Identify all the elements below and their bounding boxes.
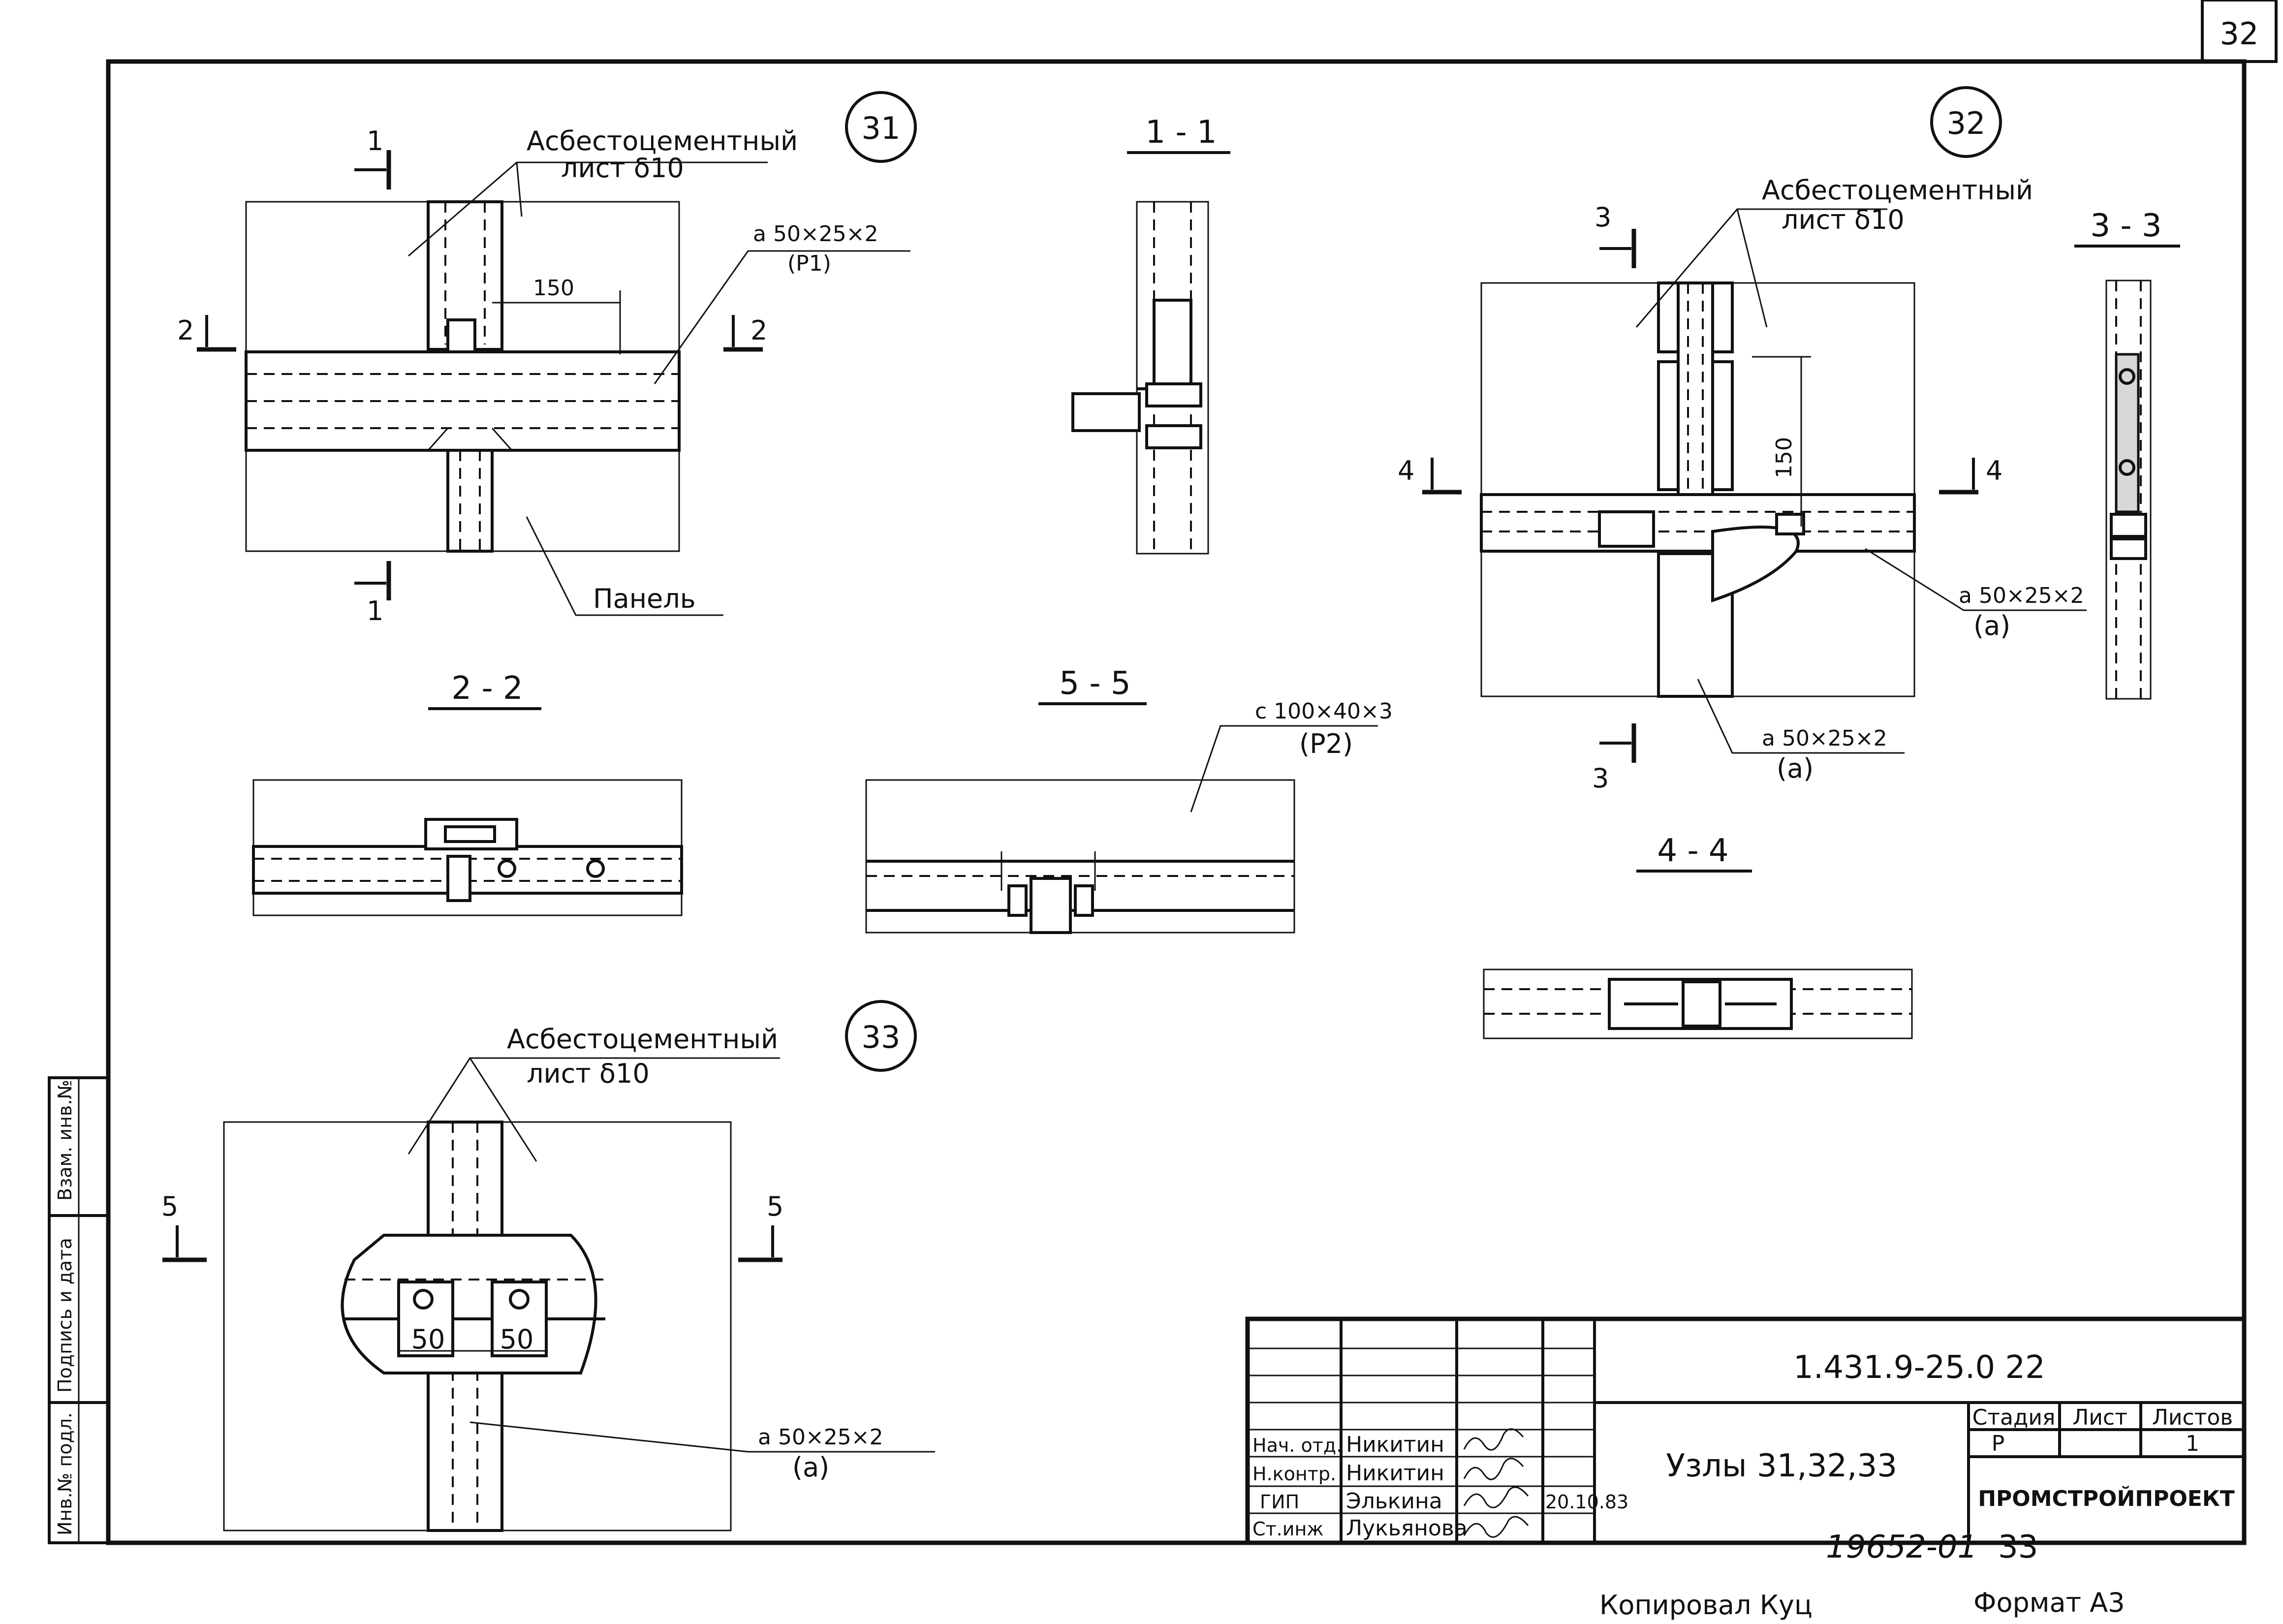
label-angle-a-32b-tag: (а) [1777,753,1814,784]
sig-role-3: Ст.инж [1252,1518,1324,1540]
mark-5-left: 5 [161,1191,178,1222]
label-angle-p1-tag: (Р1) [787,251,831,276]
label-angle-a-32a: а 50×25×2 [1959,583,2084,608]
sheet-number-box: 32 [2201,0,2278,63]
stage-header: Стадия [1972,1405,2056,1430]
node-33-detail: 33 50 50 Асбестоцементный лист δ10 а 50×… [161,1000,935,1532]
sig-name-0: Никитин [1346,1432,1444,1457]
section-3-3: 3 - 3 [2074,208,2180,700]
section-4-4: 4 - 4 [1483,833,1913,1039]
mark-1-top: 1 [367,125,383,156]
mark-3-top: 3 [1595,202,1611,233]
side-stamp: Взам. инв.№ Подпись и дата Инв.№ подл. [48,1076,110,1544]
label-channel-tag: (Р2) [1299,728,1353,759]
organization: ПРОМСТРОЙПРОЕКТ [1978,1485,2235,1511]
signature-2 [1463,1486,1529,1508]
node-32-detail: 32 150 Асбестоцементный лист δ10 а 50×25… [1398,86,2087,794]
label-angle-p1: а 50×25×2 [753,221,878,247]
mark-2-right: 2 [751,315,767,346]
dim-150-node31: 150 [533,276,574,301]
signature-3 [1463,1516,1529,1538]
label-asbestos-31: Асбестоцементный [527,125,798,156]
label-angle-a-32b: а 50×25×2 [1762,726,1887,751]
label-asbestos-32: Асбестоцементный [1762,175,2033,206]
dim-50-right: 50 [500,1324,534,1355]
stamp-replaced-inv: Взам. инв.№ [54,1080,76,1201]
sig-name-1: Никитин [1346,1461,1444,1486]
label-channel: с 100×40×3 [1255,699,1393,724]
sig-role-0: Нач. отд. [1252,1435,1342,1456]
mark-1-bottom: 1 [367,595,383,626]
node-32-marker [1930,86,2002,158]
section-2-2: 2 - 2 [252,670,683,916]
document-code: 1.431.9-25.0 22 [1793,1349,2045,1386]
sig-date-2: 20.10.83 [1545,1491,1628,1513]
label-panel: Панель [593,583,696,614]
signature-1 [1463,1458,1524,1480]
section-1-1-title: 1 - 1 [1145,114,1217,151]
label-sheet-32: лист δ10 [1782,204,1905,235]
section-5-5: 5 - 5 с 100×40×3 (Р2) [865,665,1393,934]
document-title: Узлы 31,32,33 [1666,1448,1897,1484]
label-asbestos-33: Асбестоцементный [507,1024,778,1055]
node-31-marker [845,91,917,163]
node-33-number: 33 [862,1019,901,1055]
sig-role-1: Н.контр. [1252,1463,1336,1485]
label-angle-a-33-tag: (а) [792,1452,829,1483]
dim-50-left: 50 [411,1324,445,1355]
mark-3-bottom: 3 [1592,763,1609,794]
section-5-5-title: 5 - 5 [1059,665,1130,702]
node-33-marker [845,1000,917,1072]
node-31-detail: 31 150 Асбестоцементный лист δ10 а 50×25… [177,91,917,626]
mark-5-right: 5 [767,1191,783,1222]
section-3-3-title: 3 - 3 [2090,208,2161,244]
title-block: 1.431.9-25.0 22 Узлы 31,32,33 Стадия Лис… [1245,1316,2247,1545]
sheets-header: Листов [2152,1405,2233,1430]
sig-role-2: ГИП [1260,1491,1299,1513]
footer: 19652-01 33 Копировал Куц Формат А3 [1599,1529,2125,1621]
mark-2-left: 2 [177,315,194,346]
sheet-header: Лист [2072,1405,2127,1430]
sheets-value: 1 [2186,1431,2199,1456]
stage-value: Р [1992,1431,2005,1456]
label-sheet-31: лист δ10 [561,153,684,184]
sheet-number: 32 [2220,16,2259,52]
copied-by: Копировал Куц [1599,1590,1813,1621]
inventory-page: 33 [1998,1529,2038,1565]
node-31-number: 31 [862,110,901,146]
inventory-number: 19652-01 [1826,1529,1977,1565]
section-2-2-title: 2 - 2 [451,670,523,707]
section-4-4-title: 4 - 4 [1657,833,1728,869]
stamp-orig-inv: Инв.№ подл. [54,1412,76,1535]
node-32-number: 32 [1947,105,1986,141]
section-1-1: 1 - 1 [1071,114,1230,555]
signature-0 [1463,1428,1524,1451]
drawing-frame [106,59,2247,1545]
sig-name-2: Элькина [1346,1489,1442,1514]
dim-150-node32: 150 [1772,437,1797,478]
mark-4-left: 4 [1398,455,1414,486]
mark-4-right: 4 [1986,455,2002,486]
label-angle-a-32a-tag: (а) [1973,610,2010,641]
stamp-signature-date: Подпись и дата [54,1238,76,1393]
label-angle-a-33: а 50×25×2 [758,1425,883,1450]
format-label: Формат А3 [1973,1587,2125,1618]
sig-name-3: Лукьянова [1346,1516,1468,1541]
label-sheet-33: лист δ10 [527,1058,650,1089]
